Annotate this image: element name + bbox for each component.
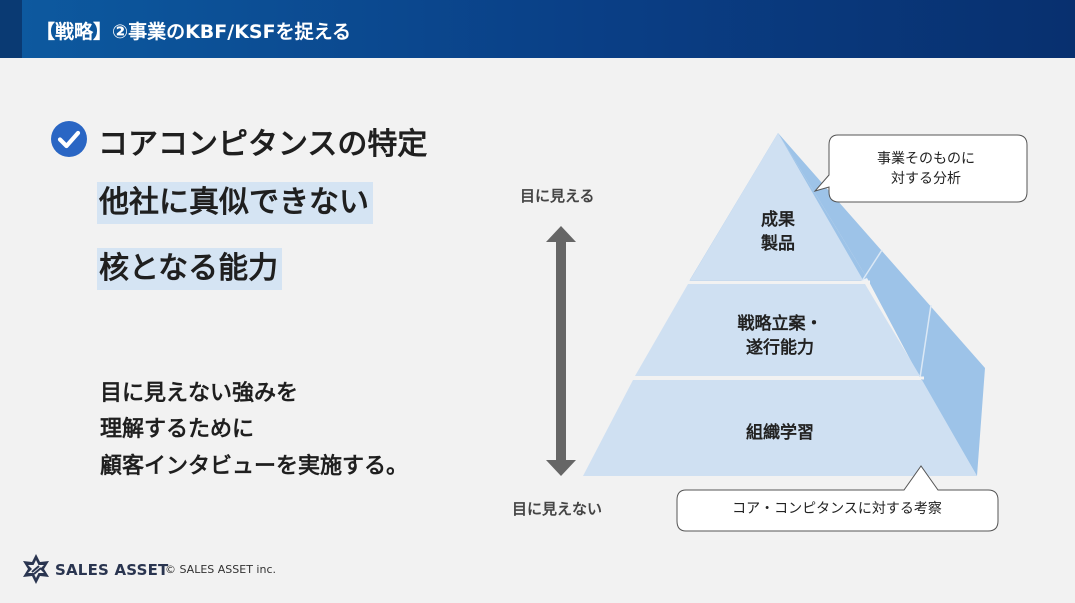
pyramid-layer-2 <box>635 284 920 376</box>
company-logo-icon <box>23 554 49 584</box>
pyramid-layer-3-label: 組織学習 <box>746 423 814 443</box>
header-accent-stripe <box>0 0 22 58</box>
pyramid-diagram <box>583 133 985 476</box>
body-line-2: 理解するために <box>100 417 255 442</box>
slide-header: 【戦略】②事業のKBF/KSFを捉える <box>0 0 1075 58</box>
check-circle-icon <box>51 121 87 157</box>
pyramid-side <box>778 133 985 476</box>
copyright-text: © SALES ASSET inc. <box>165 563 276 576</box>
pyramid-layer-1 <box>690 133 863 280</box>
highlight-text-2: 核となる能力 <box>97 248 283 290</box>
axis-label-invisible: 目に見えない <box>512 500 603 518</box>
pyramid-layer-3 <box>583 380 977 476</box>
slide-title: 【戦略】②事業のKBF/KSFを捉える <box>36 21 352 43</box>
pyramid-layer-2-label: 戦略立案・ 遂行能力 <box>737 314 823 358</box>
headline: コアコンピタンスの特定 <box>98 127 428 162</box>
double-arrow-icon <box>546 226 576 476</box>
callout-bottom-text: コア・コンピタンスに対する考察 <box>732 501 942 517</box>
axis-label-visible: 目に見える <box>520 187 595 205</box>
company-logo-text: SALES ASSET <box>55 561 169 579</box>
callout-top-text: 事業そのものに 対する分析 <box>877 151 975 187</box>
body-line-3: 顧客インタビューを実施する。 <box>100 454 409 479</box>
callout-bubble-top <box>813 134 1028 203</box>
pyramid-layer-1-label: 成果 製品 <box>761 210 795 254</box>
highlight-text-1: 他社に真似できない <box>97 182 373 224</box>
callout-bubble-bottom <box>676 465 999 532</box>
body-line-1: 目に見えない強みを <box>100 381 299 406</box>
